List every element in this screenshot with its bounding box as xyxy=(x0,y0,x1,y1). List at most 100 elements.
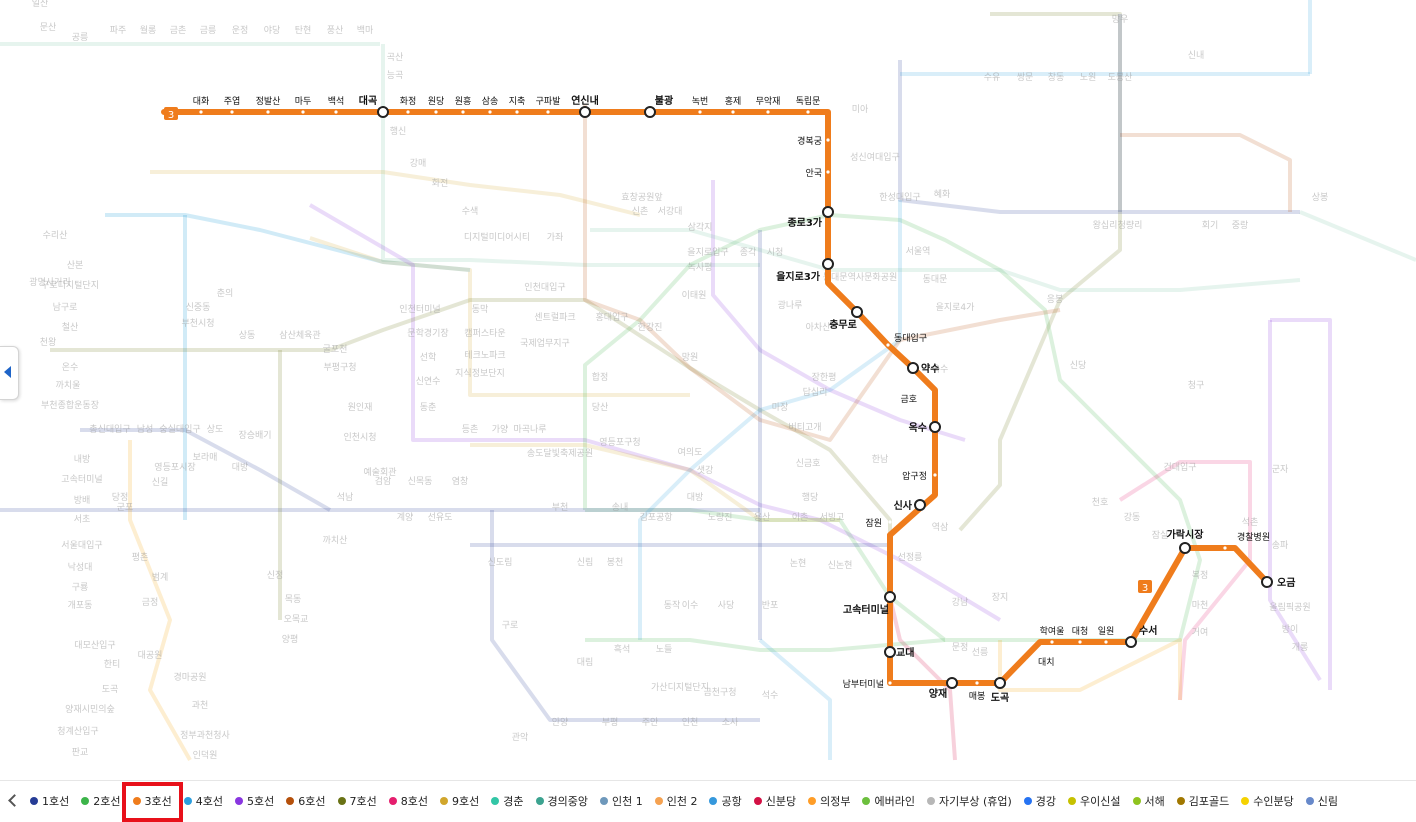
faded-station-label: 당정 xyxy=(112,492,129,503)
legend-item-1호선[interactable]: 1호선 xyxy=(24,789,75,813)
legend-item-5호선[interactable]: 5호선 xyxy=(229,789,280,813)
station-주엽-marker[interactable] xyxy=(230,110,234,114)
faded-line-segment xyxy=(583,105,1061,442)
station-옥수-transfer-marker[interactable] xyxy=(929,421,941,433)
faded-station-label: 신목동 xyxy=(408,476,433,487)
station-정발산-marker[interactable] xyxy=(266,110,270,114)
station-독립문-marker[interactable] xyxy=(806,110,810,114)
station-오금-transfer-marker[interactable] xyxy=(1261,576,1273,588)
station-원흥-marker[interactable] xyxy=(461,110,465,114)
legend-item-label: 1호선 xyxy=(42,795,70,808)
station-백석-marker[interactable] xyxy=(334,110,338,114)
legend-item-8호선[interactable]: 8호선 xyxy=(383,789,434,813)
station-label-압구정: 압구정 xyxy=(902,470,927,482)
legend-item-9호선[interactable]: 9호선 xyxy=(434,789,485,813)
station-매봉-marker[interactable] xyxy=(975,681,979,685)
faded-station-label: 노원 xyxy=(1080,72,1097,83)
side-panel-toggle-button[interactable] xyxy=(0,346,19,400)
legend-item-경의중앙[interactable]: 경의중앙 xyxy=(530,789,594,813)
station-남부터미널-marker[interactable] xyxy=(888,681,892,685)
station-수서-transfer-marker[interactable] xyxy=(1125,636,1137,648)
faded-station-label: 옥수 xyxy=(932,364,949,375)
faded-station-label: 선유도 xyxy=(428,512,453,523)
legend-item-3호선[interactable]: 3호선 xyxy=(121,782,184,822)
legend-item-7호선[interactable]: 7호선 xyxy=(332,789,383,813)
station-삼송-marker[interactable] xyxy=(488,110,492,114)
station-마두-marker[interactable] xyxy=(301,110,305,114)
faded-station-label: 복정 xyxy=(1192,570,1209,581)
station-대청-marker[interactable] xyxy=(1078,640,1082,644)
station-홍제-marker[interactable] xyxy=(731,110,735,114)
faded-station-label: 이태원 xyxy=(682,290,707,301)
faded-line-segment xyxy=(470,443,840,522)
station-녹번-marker[interactable] xyxy=(698,110,702,114)
station-학여울-marker[interactable] xyxy=(1050,640,1054,644)
legend-prev-arrow-icon[interactable] xyxy=(6,791,20,809)
station-label-녹번: 녹번 xyxy=(692,96,709,107)
station-불광-transfer-marker[interactable] xyxy=(644,106,656,118)
line-color-dot-icon xyxy=(753,797,762,805)
legend-item-김포골드[interactable]: 김포골드 xyxy=(1171,789,1235,813)
legend-item-자기부상 (휴업)[interactable]: 자기부상 (휴업) xyxy=(921,789,1018,813)
faded-station-label: 판교 xyxy=(72,747,89,758)
station-대곡-transfer-marker[interactable] xyxy=(377,106,389,118)
legend-item-서해[interactable]: 서해 xyxy=(1127,789,1171,813)
station-경찰병원-marker[interactable] xyxy=(1223,546,1227,550)
station-압구정-marker[interactable] xyxy=(933,473,937,477)
station-안국-marker[interactable] xyxy=(826,170,830,174)
station-교대-transfer-marker[interactable] xyxy=(884,646,896,658)
legend-item-경강[interactable]: 경강 xyxy=(1018,789,1062,813)
station-잠원-marker[interactable] xyxy=(888,520,892,524)
station-대치-marker[interactable] xyxy=(1026,659,1030,663)
faded-station-label: 월롱 xyxy=(140,24,157,36)
legend-item-4호선[interactable]: 4호선 xyxy=(178,789,229,813)
legend-item-인천 2[interactable]: 인천 2 xyxy=(649,789,704,813)
faded-station-label: 보라매 xyxy=(193,452,218,463)
station-원당-marker[interactable] xyxy=(434,110,438,114)
line-3-stations[interactable] xyxy=(199,106,1273,689)
faded-station-label: 운정 xyxy=(232,25,249,36)
faded-station-label: 내방 xyxy=(74,454,91,465)
station-화정-marker[interactable] xyxy=(406,110,410,114)
faded-line-segment xyxy=(309,236,690,397)
legend-item-우이신설[interactable]: 우이신설 xyxy=(1062,789,1126,813)
legend-item-신분당[interactable]: 신분당 xyxy=(748,789,802,813)
station-도곡-transfer-marker[interactable] xyxy=(994,677,1006,689)
station-종로3가-transfer-marker[interactable] xyxy=(822,206,834,218)
legend-item-의정부[interactable]: 의정부 xyxy=(802,789,856,813)
station-약수-transfer-marker[interactable] xyxy=(907,362,919,374)
station-무악재-marker[interactable] xyxy=(766,110,770,114)
legend-item-6호선[interactable]: 6호선 xyxy=(280,789,331,813)
legend-item-2호선[interactable]: 2호선 xyxy=(75,789,126,813)
station-경복궁-marker[interactable] xyxy=(826,138,830,142)
legend-item-신림[interactable]: 신림 xyxy=(1300,789,1344,813)
legend-item-경춘[interactable]: 경춘 xyxy=(485,789,529,813)
station-양재-transfer-marker[interactable] xyxy=(946,677,958,689)
line-color-dot-icon xyxy=(286,797,295,805)
legend-item-label: 에버라인 xyxy=(874,795,915,808)
legend-item-수인분당[interactable]: 수인분당 xyxy=(1235,789,1299,813)
faded-station-label: 아차산 xyxy=(806,321,831,333)
station-label-불광: 불광 xyxy=(655,95,674,107)
station-충무로-transfer-marker[interactable] xyxy=(851,306,863,318)
station-을지로3가-transfer-marker[interactable] xyxy=(822,258,834,270)
station-신사-transfer-marker[interactable] xyxy=(914,499,926,511)
station-일원-marker[interactable] xyxy=(1104,640,1108,644)
station-가락시장-transfer-marker[interactable] xyxy=(1179,542,1191,554)
legend-item-에버라인[interactable]: 에버라인 xyxy=(856,789,920,813)
station-구파발-marker[interactable] xyxy=(546,110,550,114)
faded-station-label: 사당 xyxy=(718,600,735,611)
legend-item-인천 1[interactable]: 인천 1 xyxy=(594,789,649,813)
station-지축-marker[interactable] xyxy=(515,110,519,114)
station-연신내-transfer-marker[interactable] xyxy=(579,106,591,118)
line-3-route[interactable] xyxy=(161,109,1270,686)
legend-item-공항[interactable]: 공항 xyxy=(703,789,747,813)
faded-station-label: 인천대입구 xyxy=(524,281,565,293)
station-대화-marker[interactable] xyxy=(199,110,203,114)
station-동대입구-marker[interactable] xyxy=(886,343,890,347)
station-금호-marker[interactable] xyxy=(923,396,927,400)
station-고속터미널-transfer-marker[interactable] xyxy=(884,591,896,603)
